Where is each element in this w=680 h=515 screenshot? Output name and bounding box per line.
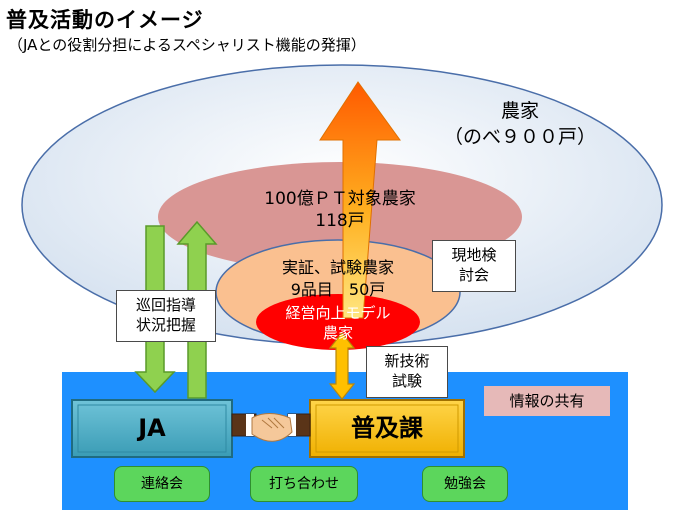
trial-farmers-label: 実証、試験農家 (281, 258, 394, 277)
patrol-line1: 巡回指導 (135, 296, 196, 314)
field-review-line2: 討会 (458, 266, 489, 284)
field-review-note: 現地検 討会 (432, 240, 516, 292)
study-session-pill: 勉強会 (422, 466, 508, 502)
farmers-label: 農家 (460, 96, 580, 123)
page-title: 普及活動のイメージ (6, 8, 204, 32)
farmers-count: （のべ９００戸） (443, 126, 596, 148)
coordination-meeting-pill: 打ち合わせ (250, 466, 358, 502)
pt-farmers-ellipse (158, 162, 522, 272)
new-tech-line2: 試験 (391, 372, 422, 390)
pt-farmers-label: 100億ＰＴ対象農家 (264, 189, 416, 209)
new-tech-note: 新技術 試験 (366, 346, 448, 398)
page-subtitle: （JAとの役割分担によるスペシャリスト機能の発揮） (8, 36, 366, 54)
model-farmers-label: 経営向上モデル (285, 304, 391, 322)
field-review-line1: 現地検 (451, 246, 497, 264)
growth-arrow (319, 81, 401, 319)
model-farmers-label-2: 農家 (322, 324, 353, 342)
handshake-icon (231, 413, 311, 442)
ja-box-shape (71, 399, 233, 458)
liaison-meeting-pill: 連絡会 (114, 466, 210, 502)
pt-farmers-count: 118戸 (315, 211, 365, 231)
ja-box: JA (138, 414, 166, 442)
farmers-label-line1: 農家 (500, 100, 539, 122)
model-farmers-ellipse (256, 294, 420, 350)
patrol-guidance-note: 巡回指導 状況把握 (116, 290, 216, 342)
trial-farmers-count: 9品目 50戸 (290, 280, 386, 299)
extension-box-shape (309, 399, 465, 458)
new-tech-double-arrow (328, 332, 356, 400)
info-share-label: 情報の共有 (484, 386, 610, 416)
new-tech-line1: 新技術 (384, 352, 430, 370)
patrol-line2: 状況把握 (135, 316, 196, 334)
extension-office-box: 普及課 (351, 414, 423, 442)
